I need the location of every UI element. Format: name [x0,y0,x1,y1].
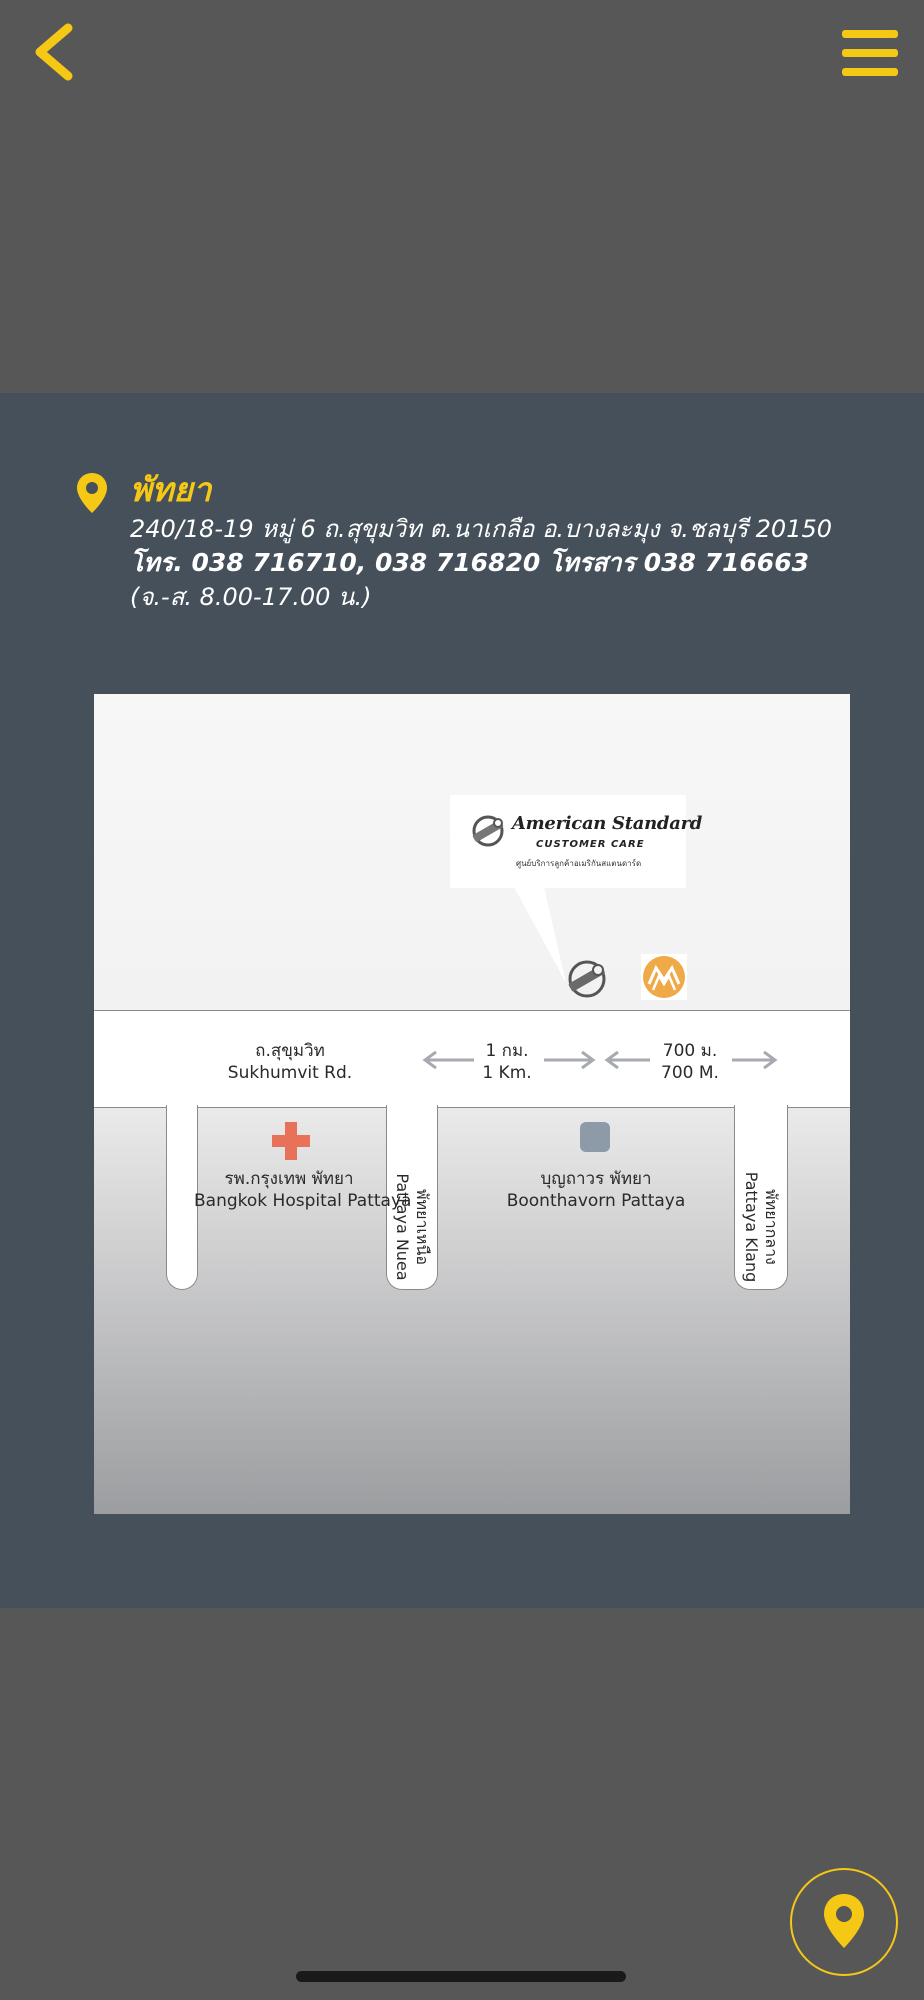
arrow-left-icon [422,1050,474,1070]
top-bar [0,0,924,110]
arrow-right-icon [544,1050,596,1070]
chevron-left-icon [35,23,73,81]
hamburger-menu-icon [842,30,898,76]
back-button[interactable] [28,22,84,82]
branch-phone[interactable]: โทร. 038 716710, 038 716820 โทรสาร 038 7… [130,548,809,577]
american-standard-logo: American Standard CUSTOMER CARE ศูนย์บริ… [450,795,702,888]
location-pin-icon [824,1894,864,1948]
side-road-left [166,1105,198,1290]
pattaya-nuea-en: Pattaya Nuea [393,1173,412,1281]
hospital-en: Bangkok Hospital Pattaya [194,1191,412,1211]
brand-name: American Standard [512,813,703,834]
arrow-left-icon [604,1050,650,1070]
main-road-thai: ถ.สุขุมวิท [255,1041,325,1061]
side-road-pattaya-klang [734,1105,788,1290]
hospital-cross-icon [272,1122,310,1160]
pattaya-nuea-thai: พัทยาเหนือ [413,1188,432,1265]
home-indicator[interactable] [296,1971,626,1982]
service-center-marker-icon [568,960,606,998]
distance-1-thai: 1 กม. [485,1041,529,1061]
navigate-button[interactable] [790,1868,898,1976]
bank-logo-icon [641,954,687,1000]
main-road-en: Sukhumvit Rd. [227,1063,353,1083]
main-road-label: ถ.สุขุมวิท Sukhumvit Rd. [194,1040,386,1084]
branch-hours: (จ.-ส. 8.00-17.00 น.) [130,583,372,611]
hospital-thai: รพ.กรุงเทพ พัทยา [224,1169,354,1189]
distance-2-en: 700 M. [661,1063,719,1083]
pattaya-klang-en: Pattaya Klang [742,1171,761,1283]
brand-subtitle: CUSTOMER CARE [536,839,645,850]
boonthavorn-thai: บุญถาวร พัทยา [540,1169,652,1189]
boonthavorn-label: บุญถาวร พัทยา Boonthavorn Pattaya [478,1168,714,1212]
location-map: American Standard CUSTOMER CARE ศูนย์บริ… [94,694,850,1514]
callout-pointer [514,887,566,983]
branch-name: พัทยา [130,470,212,509]
distance-2-thai: 700 ม. [662,1041,718,1061]
menu-button[interactable] [838,28,902,80]
pattaya-klang-label: พัทยากลาง Pattaya Klang [739,1167,781,1287]
distance-2-label: 700 ม. 700 M. [650,1040,730,1084]
branch-address: 240/18-19 หมู่ 6 ถ.สุขุมวิท ต.นาเกลือ อ.… [130,515,832,543]
arrow-right-icon [732,1050,778,1070]
hospital-label: รพ.กรุงเทพ พัทยา Bangkok Hospital Pattay… [194,1168,412,1212]
pattaya-klang-thai: พัทยากลาง [762,1189,781,1265]
brand-thai-caption: ศูนย์บริการลูกค้าอเมริกันสแตนดาร์ด [516,859,642,868]
distance-1-en: 1 Km. [482,1063,532,1083]
boonthavorn-marker-icon [580,1122,610,1152]
distance-1-label: 1 กม. 1 Km. [472,1040,542,1084]
wrench-logo-icon [472,815,504,847]
pattaya-nuea-label: พัทยาเหนือ Pattaya Nuea [390,1168,432,1286]
location-pin-icon [77,473,107,513]
side-road-pattaya-nuea [386,1105,438,1290]
boonthavorn-en: Boonthavorn Pattaya [506,1191,686,1211]
